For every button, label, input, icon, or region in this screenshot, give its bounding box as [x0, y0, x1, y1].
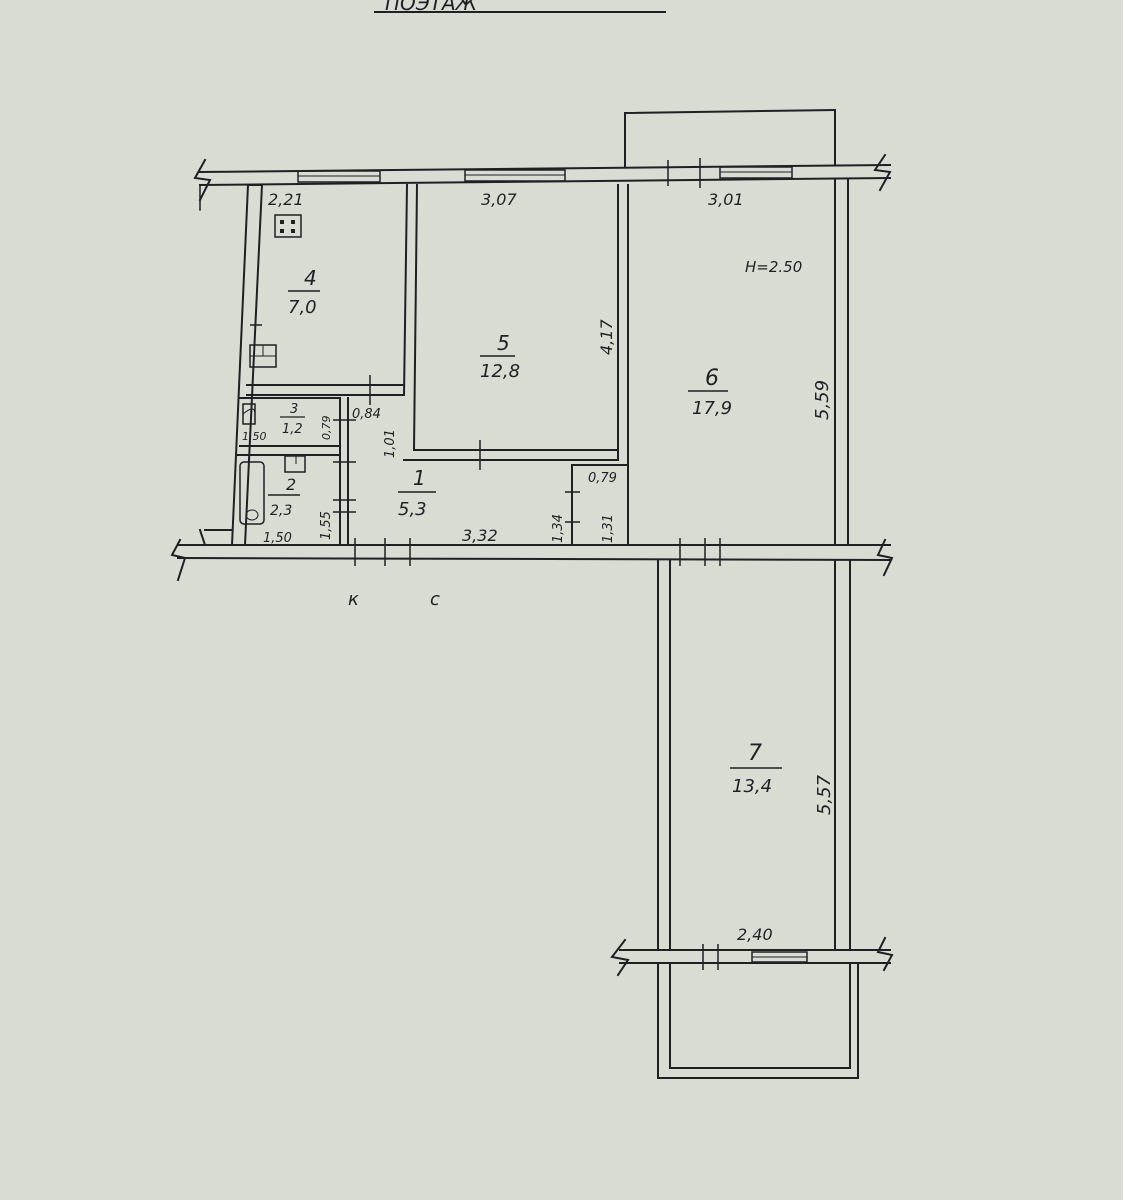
room-number: 6 [705, 366, 719, 391]
room-7-walls [610, 559, 894, 977]
room-number: 4 [304, 266, 317, 290]
dim-corridor-depth: 0,84 [352, 407, 381, 422]
top-balcony [623, 108, 837, 168]
top-windows [297, 158, 793, 188]
dim-niche-depth: 1,31 [601, 514, 616, 543]
room-6-walls [565, 179, 849, 546]
dim-room6-depth: 5,59 [812, 380, 833, 420]
room-3-label: 3 1,2 [280, 402, 305, 437]
room-area: 17,9 [692, 398, 732, 419]
entrance-mark: к [348, 589, 359, 610]
room-area: 5,3 [398, 499, 427, 520]
dim-wc-width: 1,50 [242, 430, 267, 443]
dim-room7-width: 2,40 [737, 925, 773, 944]
room-5-label: 5 12,8 [480, 331, 520, 382]
dim-wc-depth: 0,79 [320, 416, 333, 441]
room-2-label: 2 2,3 [268, 475, 300, 519]
left-exterior-wall [198, 183, 264, 547]
dim-hall-door-side: 1,01 [383, 429, 398, 458]
room-7-label: 7 13,4 [730, 741, 782, 797]
bottom-balcony [657, 962, 859, 1079]
dim-hall-depth: 1,34 [551, 514, 566, 543]
room-5-walls [403, 183, 629, 470]
dimension-labels: 2,21 3,07 3,01 4,17 5,59 5,57 2,40 1,50 … [242, 190, 835, 944]
dim-hall-length: 3,32 [462, 526, 498, 545]
dim-niche-width: 0,79 [588, 471, 617, 486]
room-area: 12,8 [480, 361, 520, 382]
room-4-walls [246, 183, 409, 405]
room-1-label: 1 5,3 [398, 466, 436, 520]
room-4-label: 4 7,0 [288, 266, 320, 318]
room-number: 5 [497, 331, 510, 355]
dim-room7-depth: 5,57 [814, 774, 835, 815]
dim-room6-width: 3,01 [708, 190, 744, 209]
dim-room5-depth: 4,17 [597, 319, 616, 355]
room-area: 2,3 [270, 503, 292, 519]
room-number: 3 [290, 402, 298, 417]
room-area: 13,4 [732, 776, 772, 797]
room-area: 1,2 [282, 422, 303, 437]
bottom-exterior-wall [170, 538, 894, 582]
room-number: 1 [413, 466, 426, 490]
dim-room5-width: 3,07 [481, 190, 517, 209]
ceiling-height: H=2.50 [745, 258, 802, 276]
dim-bath-depth: 1,55 [319, 511, 334, 540]
bathroom-walls [236, 397, 356, 546]
room-6-label: 6 17,9 [688, 366, 732, 419]
entrance-mark-2: с [430, 589, 440, 610]
dim-kitchen-width: 2,21 [268, 190, 304, 209]
dim-bath-width: 1,50 [263, 531, 292, 546]
room-number: 2 [286, 475, 296, 494]
room-number: 7 [748, 741, 762, 766]
room-area: 7,0 [288, 297, 317, 318]
